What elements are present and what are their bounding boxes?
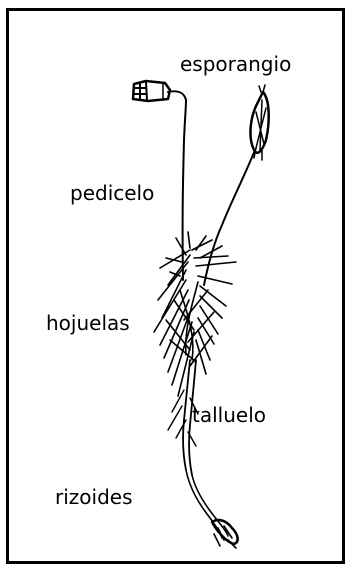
label-talluelo: talluelo — [192, 405, 266, 425]
label-hojuelas: hojuelas — [46, 313, 130, 333]
sporangium-capsule — [133, 81, 186, 101]
label-esporangio: esporangio — [180, 54, 291, 74]
label-pedicelo: pedicelo — [70, 183, 154, 203]
rhizoids — [186, 470, 238, 548]
sporangium-capsule-right — [250, 85, 268, 160]
label-rizoides: rizoides — [55, 487, 133, 507]
